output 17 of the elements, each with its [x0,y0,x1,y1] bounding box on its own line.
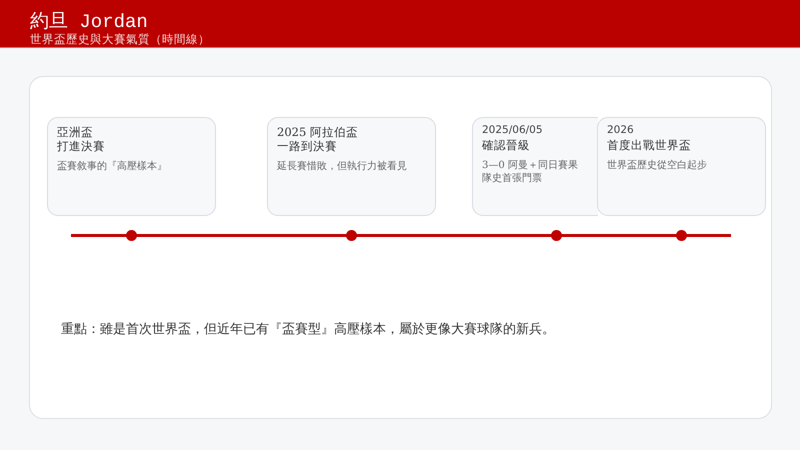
event-date: 2025/06/05 [482,124,543,137]
event-description: 延長賽惜敗，但執行力被看見 [277,160,407,173]
subtitle: 世界盃歷史與大賽氣質（時間線） [30,32,210,46]
event-card [267,117,436,216]
event-description: 世界盃歷史從空白起步 [607,159,707,172]
event-date: 2026 [607,124,634,137]
event-description: 3—0 阿曼＋同日賽果隊史首張門票 [482,159,579,185]
page-title: 約旦 Jordan [30,11,148,33]
event-title: 確認晉級 [482,138,530,152]
event-title: 2025 阿拉伯盃一路到決賽 [277,125,359,153]
event-description: 盃賽敘事的『高壓樣本』 [57,160,167,173]
note-text: 重點：雖是首次世界盃，但近年已有『盃賽型』高壓樣本，屬於更像大賽球隊的新兵。 [61,322,555,338]
event-card [472,117,598,216]
event-card [597,117,766,216]
event-title: 亞洲盃打進決賽 [57,125,106,153]
event-card [47,117,216,216]
event-title: 首度出戰世界盃 [607,138,691,152]
